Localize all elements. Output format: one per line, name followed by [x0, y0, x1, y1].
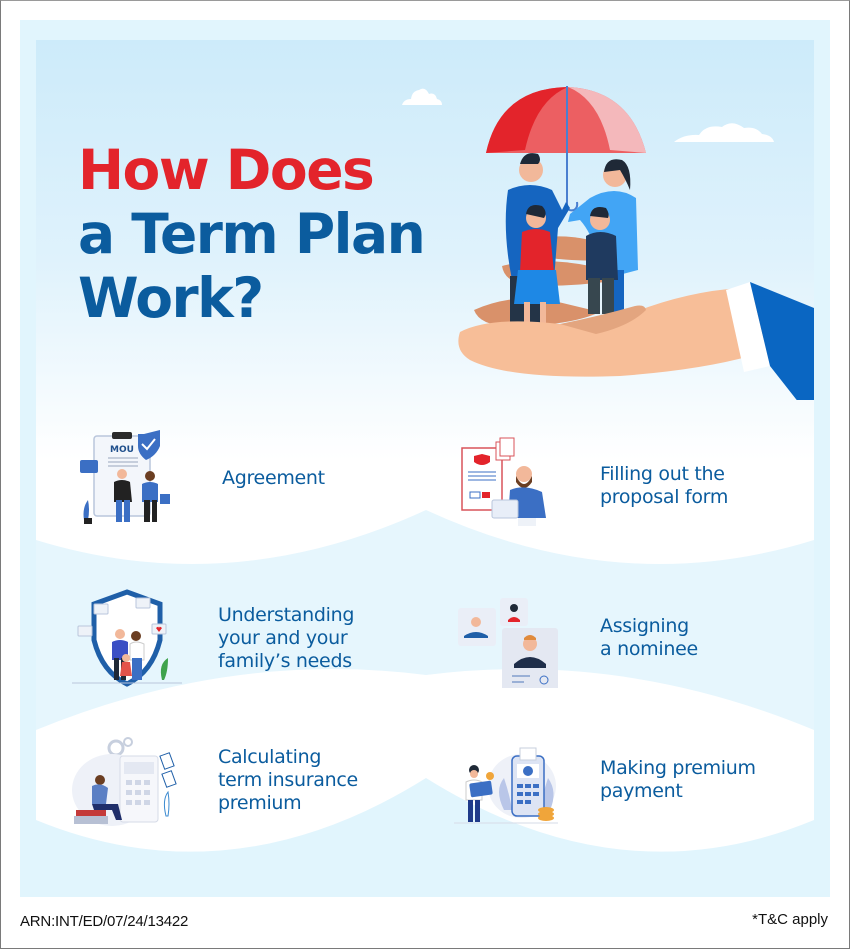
step-understanding-needs: Understanding your and your family’s nee…: [72, 588, 354, 688]
agreement-handshake-icon: MOU: [80, 430, 170, 524]
arn-code: ARN:INT/ED/07/24/13422: [20, 913, 189, 930]
svg-text:MOU: MOU: [110, 445, 134, 455]
step-proposal-form: Filling out the proposal form: [454, 436, 728, 536]
card-payment-icon: [454, 747, 558, 824]
step-label: Agreement: [222, 466, 325, 489]
title-line-2: a Term Plan: [78, 202, 426, 266]
terms-note: *T&C apply: [752, 911, 828, 928]
step-label: Making premium payment: [600, 757, 756, 802]
infographic-panel: How Does a Term Plan Work? MOU Agreement: [36, 40, 814, 897]
step-calculating-premium: Calculating term insurance premium: [72, 730, 358, 830]
title-line-3: Work?: [78, 266, 264, 330]
page-title: How Does a Term Plan Work?: [78, 138, 426, 330]
cloud-icon: [674, 123, 774, 142]
step-label: Filling out the proposal form: [600, 463, 729, 508]
step-assigning-nominee: Assigning a nominee: [454, 588, 698, 688]
title-line-1: How Does: [78, 138, 375, 202]
proposal-form-icon: [461, 437, 546, 526]
step-label: Understanding your and your family’s nee…: [218, 603, 355, 672]
nominee-profiles-icon: [458, 598, 558, 688]
family-umbrella-hand-illustration: [458, 86, 814, 400]
step-premium-payment: Making premium payment: [454, 730, 756, 830]
calculator-icon: [72, 737, 177, 826]
cloud-icon: [402, 88, 442, 105]
step-label: Assigning a nominee: [600, 615, 698, 660]
family-shield-icon: [72, 589, 182, 687]
step-label: Calculating term insurance premium: [218, 745, 358, 814]
wave-background: [36, 510, 814, 897]
step-agreement: MOU Agreement: [76, 428, 325, 528]
